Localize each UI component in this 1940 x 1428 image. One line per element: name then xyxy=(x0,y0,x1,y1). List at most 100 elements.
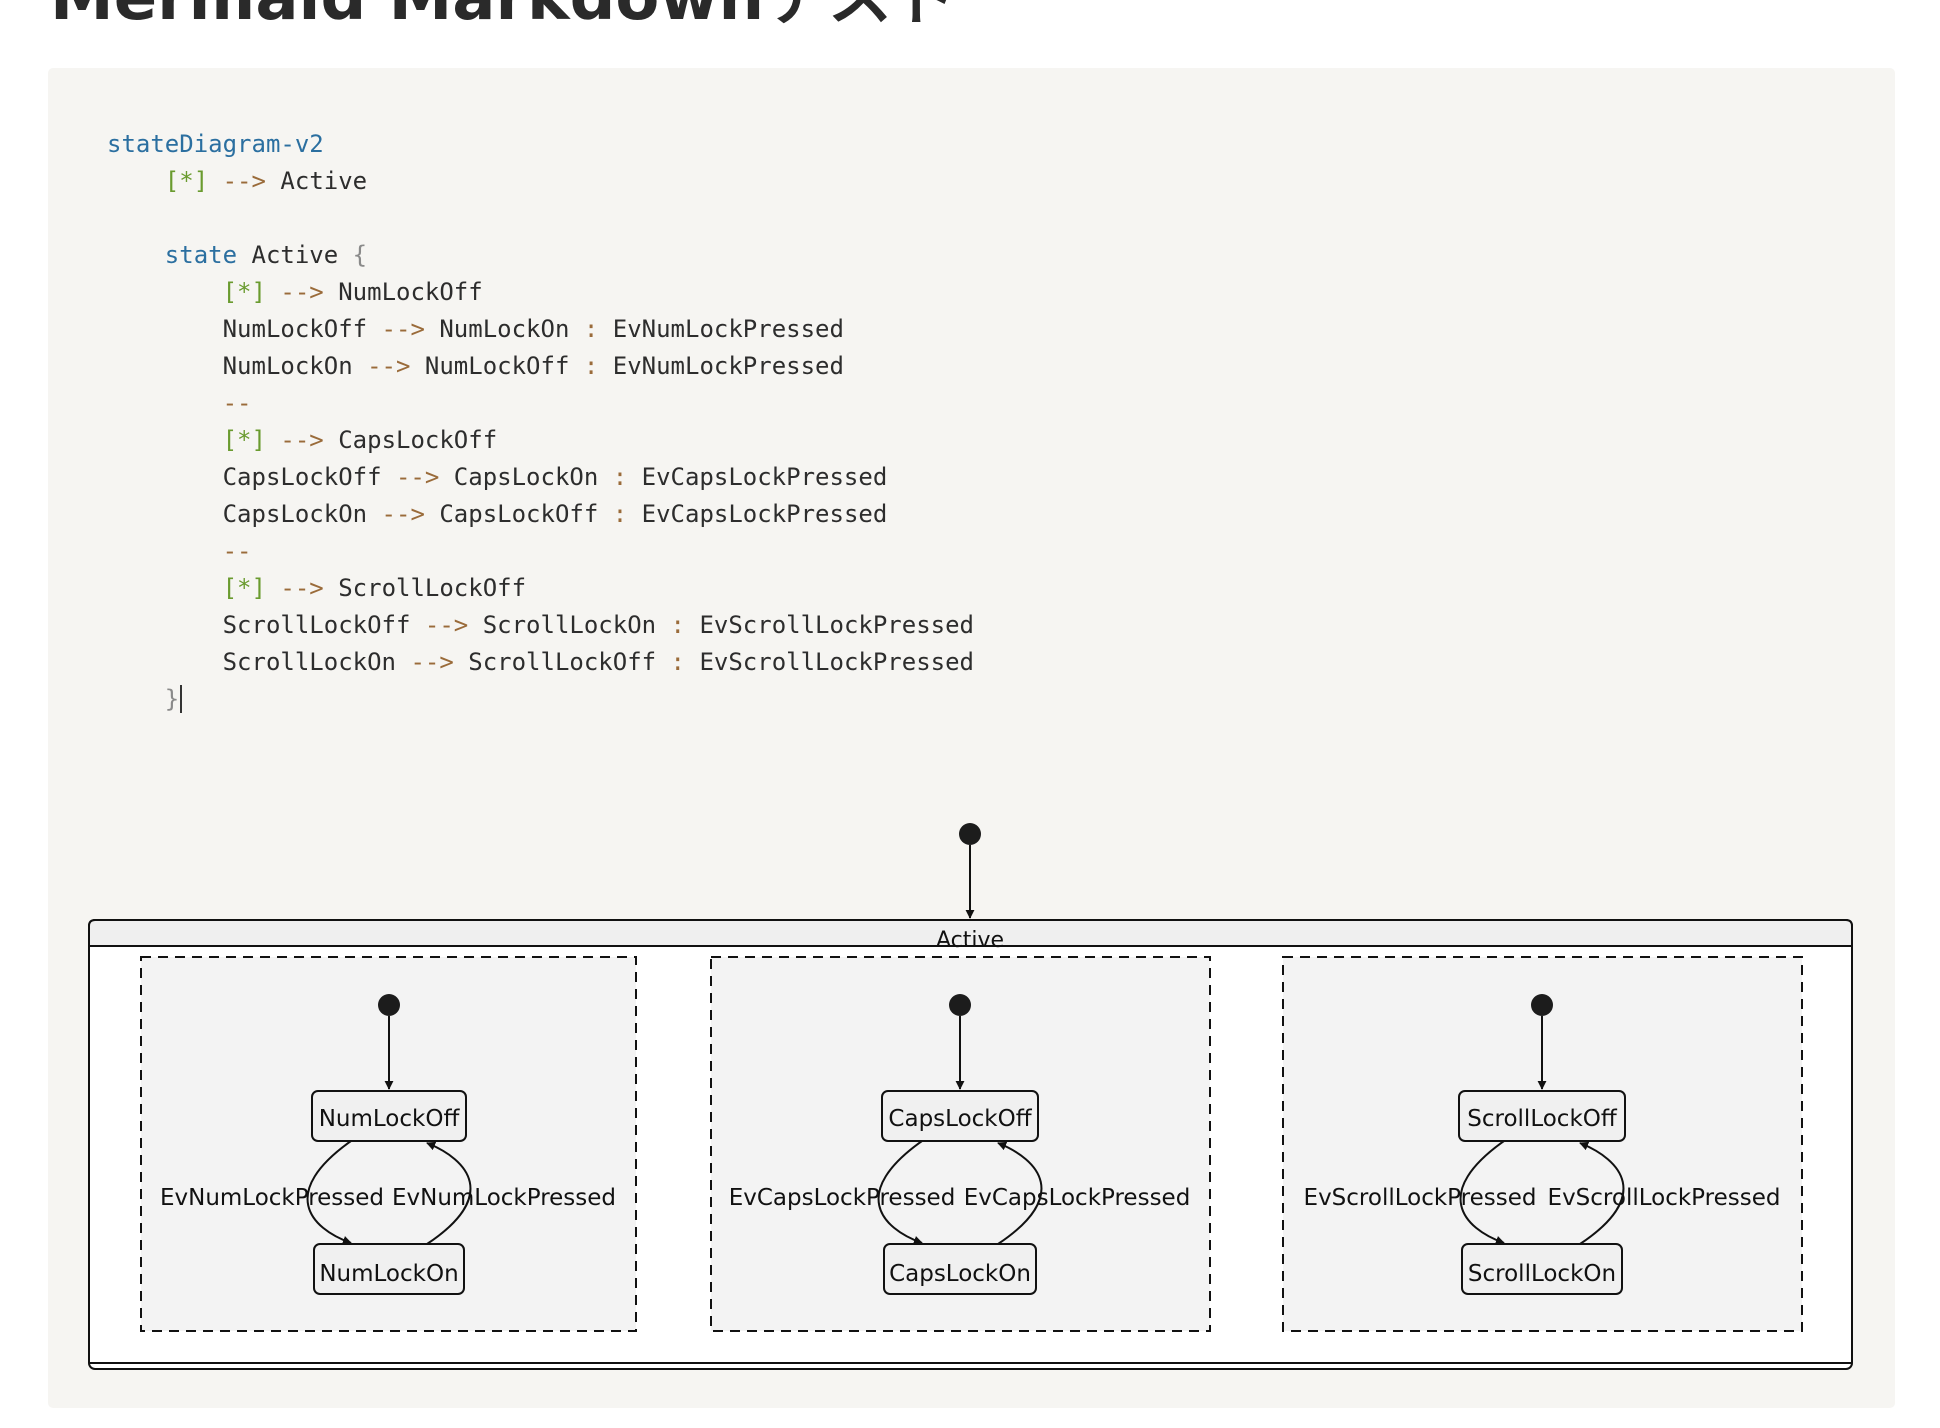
code-token: --> xyxy=(280,574,324,602)
code-token: : xyxy=(612,463,628,491)
code-token: [*] xyxy=(222,426,266,454)
state-label-off: CapsLockOff xyxy=(888,1106,1032,1132)
transition-on-to-off xyxy=(997,1141,1043,1245)
code-token: EvScrollLockPressed xyxy=(685,611,974,639)
code-token: NumLockOff xyxy=(323,278,483,306)
code-token: ScrollLockOff xyxy=(107,611,425,639)
code-token: CapsLockOff xyxy=(323,426,498,454)
code-token: --> xyxy=(381,500,425,528)
code-token: [*] xyxy=(222,574,266,602)
transition-off-to-on xyxy=(1459,1140,1505,1245)
code-token: NumLockOn xyxy=(424,315,584,343)
text-cursor xyxy=(180,685,183,713)
code-token: ScrollLockOn xyxy=(468,611,671,639)
code-token: --> xyxy=(367,352,411,380)
transition-off-to-on xyxy=(306,1140,352,1245)
code-token: CapsLockOn xyxy=(107,500,382,528)
code-line: -- xyxy=(107,389,252,417)
transition-label-to-on: EvCapsLockPressed xyxy=(729,1185,956,1211)
code-token: [*] xyxy=(222,278,266,306)
code-token: --> xyxy=(222,167,266,195)
code-token: CapsLockOff xyxy=(107,463,396,491)
region-start-node xyxy=(378,994,400,1016)
code-token: EvScrollLockPressed xyxy=(685,648,974,676)
code-line: state Active { xyxy=(107,241,367,269)
code-line: CapsLockOff --> CapsLockOn : EvCapsLockP… xyxy=(107,463,888,491)
code-token: EvCapsLockPressed xyxy=(627,463,888,491)
code-token: EvNumLockPressed xyxy=(598,315,844,343)
state-label-off: ScrollLockOff xyxy=(1467,1106,1618,1132)
code-line: CapsLockOn --> CapsLockOff : EvCapsLockP… xyxy=(107,500,888,528)
code-line: stateDiagram-v2 xyxy=(107,130,324,158)
state-label-on: NumLockOn xyxy=(319,1261,458,1287)
code-token: NumLockOff xyxy=(107,315,382,343)
code-token: { xyxy=(352,241,368,269)
page-title: Mermaid Markdownテスト xyxy=(50,0,956,38)
transition-label-to-off: EvCapsLockPressed xyxy=(964,1185,1191,1211)
code-token: ScrollLockOn xyxy=(107,648,411,676)
state-node-on xyxy=(883,1243,1037,1295)
code-token: : xyxy=(612,500,628,528)
code-line: ScrollLockOn --> ScrollLockOff : EvScrol… xyxy=(107,648,974,676)
code-line: NumLockOff --> NumLockOn : EvNumLockPres… xyxy=(107,315,844,343)
code-token: Active xyxy=(237,241,353,269)
code-token: NumLockOff xyxy=(410,352,584,380)
code-line: } xyxy=(107,685,183,713)
code-token: EvNumLockPressed xyxy=(598,352,844,380)
state-label-on: CapsLockOn xyxy=(889,1261,1031,1287)
composite-label: Active xyxy=(936,928,1004,953)
transition-on-to-off xyxy=(426,1141,472,1245)
transition-label-to-off: EvScrollLockPressed xyxy=(1548,1185,1781,1211)
transition-label-to-on: EvScrollLockPressed xyxy=(1304,1185,1537,1211)
code-line: -- xyxy=(107,537,252,565)
code-token: --> xyxy=(424,611,469,639)
region-start-node xyxy=(1531,994,1553,1016)
state-node-on xyxy=(1461,1243,1623,1295)
code-line: [*] --> ScrollLockOff xyxy=(107,574,526,602)
code-line: [*] --> NumLockOff xyxy=(107,278,483,306)
code-token: Active xyxy=(265,167,368,195)
code-token: --> xyxy=(395,463,440,491)
code-token: [*] xyxy=(164,167,209,195)
outer-start-node xyxy=(959,823,981,845)
code-line: [*] --> Active xyxy=(107,167,367,195)
code-token: --> xyxy=(410,648,454,676)
code-token: ScrollLockOff xyxy=(453,648,671,676)
transition-label-to-on: EvNumLockPressed xyxy=(160,1185,384,1211)
code-token: -- xyxy=(222,537,252,565)
code-token: : xyxy=(583,315,599,343)
code-token: -- xyxy=(222,389,252,417)
code-token: CapsLockOn xyxy=(439,463,613,491)
state-node-off xyxy=(1458,1090,1626,1142)
transition-label-to-off: EvNumLockPressed xyxy=(392,1185,616,1211)
code-token: --> xyxy=(280,278,324,306)
code-token: : xyxy=(583,352,599,380)
code-line: [*] --> CapsLockOff xyxy=(107,426,498,454)
transition-on-to-off xyxy=(1579,1141,1625,1245)
code-token: --> xyxy=(381,315,425,343)
code-token: CapsLockOff xyxy=(424,500,613,528)
code-line: ScrollLockOff --> ScrollLockOn : EvScrol… xyxy=(107,611,974,639)
code-token: ScrollLockOff xyxy=(323,574,527,602)
code-token: } xyxy=(164,685,180,713)
code-line: NumLockOn --> NumLockOff : EvNumLockPres… xyxy=(107,352,844,380)
state-node-on xyxy=(313,1243,465,1295)
region-start-node xyxy=(949,994,971,1016)
code-token: --> xyxy=(280,426,324,454)
state-label-off: NumLockOff xyxy=(319,1106,461,1132)
code-editor[interactable]: stateDiagram-v2 [*] --> Active state Act… xyxy=(107,126,974,718)
code-token: state xyxy=(164,241,238,269)
code-token: EvCapsLockPressed xyxy=(627,500,888,528)
state-node-off xyxy=(311,1090,467,1142)
code-token: stateDiagram-v2 xyxy=(107,130,324,158)
code-token: : xyxy=(670,648,685,676)
code-token: NumLockOn xyxy=(107,352,368,380)
state-label-on: ScrollLockOn xyxy=(1468,1261,1616,1287)
state-node-off xyxy=(881,1090,1039,1142)
code-token: : xyxy=(670,611,685,639)
transition-off-to-on xyxy=(877,1140,923,1245)
